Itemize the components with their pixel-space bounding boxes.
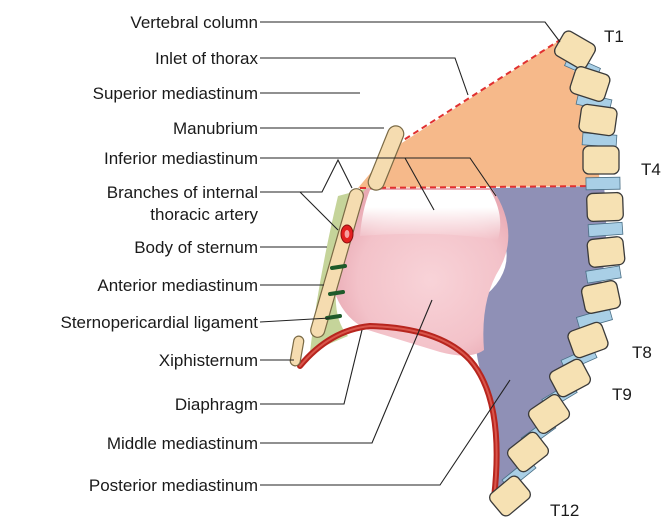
- inferior-mediastinum-highlight: [360, 190, 500, 240]
- label-superior-mediastinum: Superior mediastinum: [93, 84, 258, 103]
- label-t1: T1: [604, 27, 624, 46]
- label-branches-line2: thoracic artery: [150, 205, 258, 224]
- label-t8: T8: [632, 343, 652, 362]
- label-diaphragm: Diaphragm: [175, 395, 258, 414]
- label-t4: T4: [641, 160, 661, 179]
- intervertebral-disc: [588, 222, 623, 236]
- label-manubrium: Manubrium: [173, 119, 258, 138]
- vertebral-body: [587, 236, 626, 268]
- label-posterior-mediastinum: Posterior mediastinum: [89, 476, 258, 495]
- label-vertebral-column: Vertebral column: [130, 13, 258, 32]
- label-xiphisternum: Xiphisternum: [159, 351, 258, 370]
- label-inlet-of-thorax: Inlet of thorax: [155, 49, 259, 68]
- label-sternopericardial-ligament: Sternopericardial ligament: [61, 313, 259, 332]
- label-branches-line1: Branches of internal: [107, 183, 258, 202]
- internal-thoracic-artery-lumen: [345, 230, 350, 238]
- vertebral-body: [583, 146, 619, 174]
- label-middle-mediastinum: Middle mediastinum: [107, 434, 258, 453]
- label-inferior-mediastinum: Inferior mediastinum: [104, 149, 258, 168]
- label-body-of-sternum: Body of sternum: [134, 238, 258, 257]
- label-t9: T9: [612, 385, 632, 404]
- superior-mediastinum-region: [358, 40, 600, 188]
- intervertebral-disc: [586, 177, 620, 190]
- vertebral-body: [587, 192, 624, 221]
- label-t12: T12: [550, 501, 579, 520]
- vertebral-body: [578, 104, 618, 137]
- label-anterior-mediastinum: Anterior mediastinum: [97, 276, 258, 295]
- labels: Vertebral column Inlet of thorax Superio…: [61, 13, 259, 495]
